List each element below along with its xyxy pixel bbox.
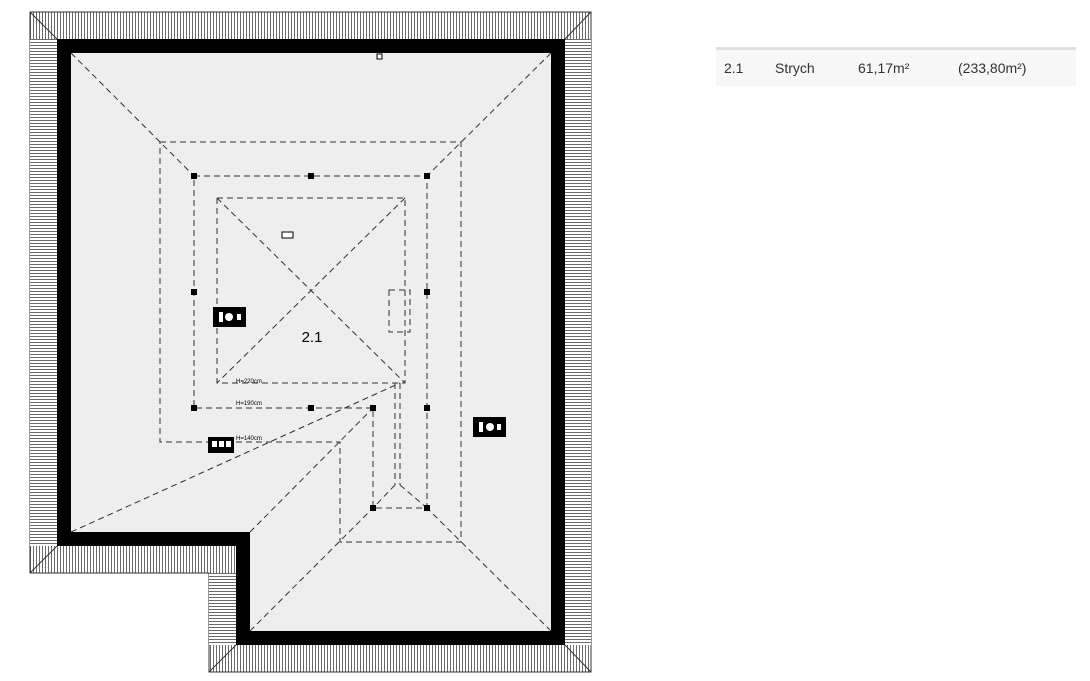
height-label: H=190cm	[236, 401, 262, 407]
room-label: 2.1	[302, 329, 323, 346]
post-markers	[191, 173, 430, 511]
vent-icon	[208, 437, 234, 453]
height-label: H=140cm	[236, 436, 262, 442]
height-label: H=220cm	[236, 379, 262, 385]
chimney-icon	[473, 417, 506, 437]
room-table-row: 2.1 Strych 61,17m² (233,80m²)	[716, 47, 1076, 86]
room-name: Strych	[775, 60, 815, 76]
attic-floor	[71, 53, 551, 631]
total-area: (233,80m²)	[958, 60, 1027, 76]
room-number: 2.1	[724, 60, 744, 76]
floor-plan: 2.1 H=220cm H=190cm H=140cm	[29, 11, 592, 673]
room-area: 61,17m²	[858, 60, 910, 76]
chimney-icon	[213, 307, 246, 327]
